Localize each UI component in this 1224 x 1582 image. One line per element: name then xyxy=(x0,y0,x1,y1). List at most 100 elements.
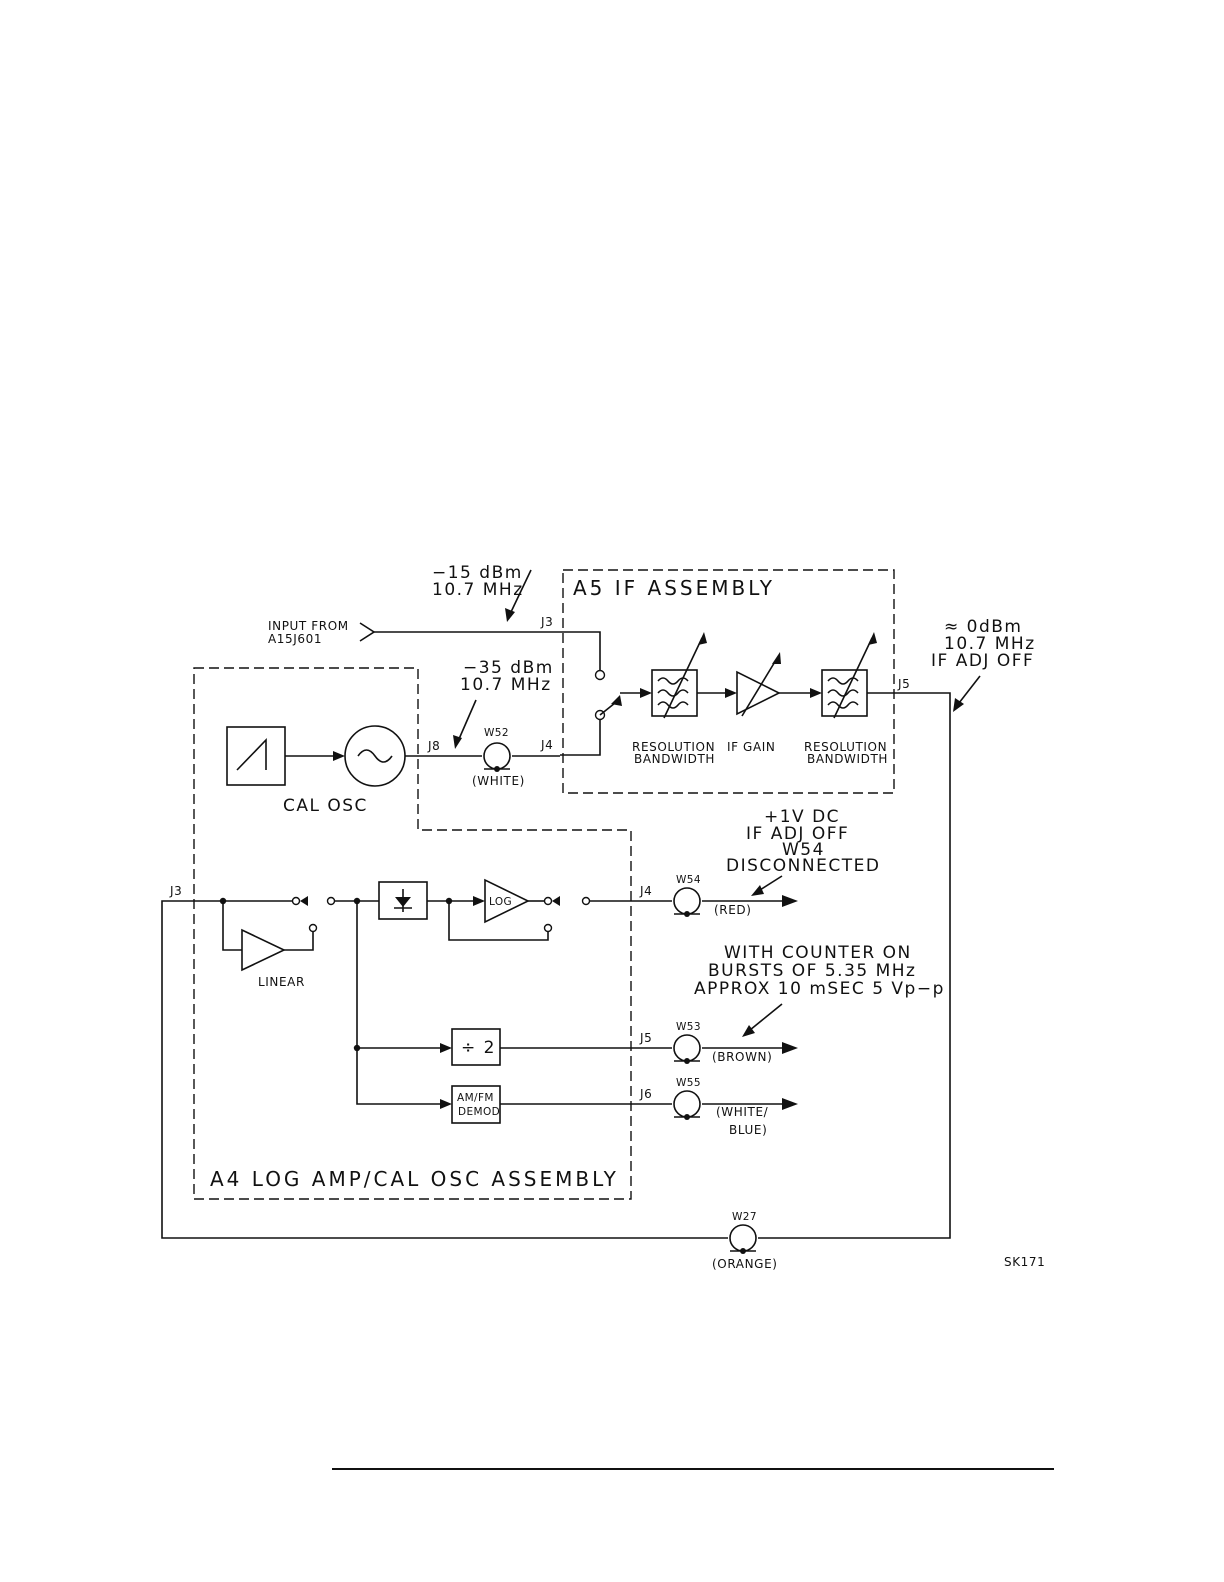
input-level-1: −15 dBm xyxy=(432,563,523,583)
a4-j4-label: J4 xyxy=(639,884,652,898)
input-level-arrow xyxy=(510,569,532,613)
lin-log-switch-contact xyxy=(326,896,336,906)
input-level-2: 10.7 MHz xyxy=(432,580,524,600)
w27-coax-connector-icon xyxy=(729,1224,757,1254)
a4-title: A4 LOG AMP/CAL OSC ASSEMBLY xyxy=(210,1167,619,1191)
arrowhead-osc xyxy=(333,751,345,761)
dc-note-arrow xyxy=(759,875,783,891)
counter-note-3: APPROX 10 mSEC 5 Vp−p xyxy=(694,979,945,999)
input-from-label-2: A15J601 xyxy=(268,632,322,646)
output-level-arrowhead xyxy=(953,698,964,712)
w53-label: W53 xyxy=(676,1021,701,1033)
w52-color: (WHITE) xyxy=(472,774,525,788)
a5-j4-label: J4 xyxy=(540,738,553,752)
res-bw-1-line2: BANDWIDTH xyxy=(634,752,715,766)
w52-coax-connector-icon xyxy=(483,742,511,772)
arrowhead-filter1 xyxy=(640,688,652,698)
w54-output-arrowhead xyxy=(782,895,798,907)
switch-contact-input xyxy=(594,669,606,681)
divide-by-2-block xyxy=(451,1028,501,1066)
w52-label: W52 xyxy=(484,727,509,739)
a4-j8-label: J8 xyxy=(427,739,440,753)
a4-j5-label: J5 xyxy=(639,1031,652,1045)
switch-arrowhead xyxy=(611,695,622,706)
a5-j5-output-wire xyxy=(758,692,951,1239)
linear-switch-contact xyxy=(308,923,318,933)
linear-output-wire xyxy=(284,932,314,951)
res-bw-1-line1: RESOLUTION xyxy=(632,740,715,754)
if-gain-label: IF GAIN xyxy=(727,740,775,754)
arrowhead-log-amp xyxy=(473,896,485,906)
arrowhead-demod xyxy=(440,1099,452,1109)
dc-note-arrowhead xyxy=(751,885,764,896)
cal-osc-ramp-generator xyxy=(226,726,286,786)
input-connector-icon xyxy=(359,622,376,642)
w27-color: (ORANGE) xyxy=(712,1257,778,1271)
w53-output-arrowhead xyxy=(782,1042,798,1054)
log-bypass-wire xyxy=(448,901,549,941)
output-level-2: 10.7 MHz xyxy=(944,634,1036,654)
counter-note-arrow xyxy=(749,1003,783,1031)
w54-coax-connector-icon xyxy=(673,887,701,917)
if-gain-amplifier xyxy=(736,670,781,716)
sine-icon xyxy=(357,749,393,763)
w55-output-arrowhead xyxy=(782,1098,798,1110)
am-fm-demod-block xyxy=(451,1085,501,1124)
arrowhead-filter2 xyxy=(810,688,822,698)
div2-label: ÷ 2 xyxy=(461,1038,496,1058)
if-gain-variable-line xyxy=(741,659,777,717)
linear-amplifier xyxy=(241,928,286,972)
output-level-3: IF ADJ OFF xyxy=(931,651,1034,671)
if-gain-variable-arrowhead xyxy=(772,652,781,664)
dc-note-1: +1V DC xyxy=(764,807,840,827)
cal-level-arrowhead xyxy=(453,735,462,749)
res-bw-2-line1: RESOLUTION xyxy=(804,740,887,754)
a5-title: A5 IF ASSEMBLY xyxy=(573,576,775,600)
a5-if-assembly-boundary xyxy=(562,569,895,794)
cal-level-2: 10.7 MHz xyxy=(460,675,552,695)
w27-label: W27 xyxy=(732,1211,757,1223)
output-level-arrow xyxy=(958,675,981,704)
w55-label: W55 xyxy=(676,1077,701,1089)
arrowhead-div2 xyxy=(440,1043,452,1053)
filter-1-icon xyxy=(657,637,703,719)
a4-j3-label: J3 xyxy=(169,884,182,898)
a4-assembly-boundary xyxy=(193,667,632,1200)
sheet-id: SK171 xyxy=(1004,1255,1045,1269)
linear-label: LINEAR xyxy=(258,975,305,989)
w55-color-1: (WHITE/ xyxy=(716,1105,769,1119)
lin-log-switch-common xyxy=(291,896,301,906)
counter-note-2: BURSTS OF 5.35 MHz xyxy=(708,961,916,981)
counter-note-1: WITH COUNTER ON xyxy=(724,943,912,963)
filter-2-variable-arrowhead xyxy=(868,632,877,645)
counter-note-arrowhead xyxy=(742,1025,755,1037)
dc-note-3: W54 xyxy=(782,840,825,860)
amfm-label-1: AM/FM xyxy=(457,1092,494,1104)
log-switch-common xyxy=(581,896,591,906)
filter-1-variable-arrowhead xyxy=(698,632,707,645)
diode-icon xyxy=(394,889,412,912)
a5-j5-label: J5 xyxy=(897,677,910,691)
lin-log-switch-arrowhead xyxy=(300,896,308,906)
w53-coax-connector-icon xyxy=(673,1034,701,1064)
input-level-arrowhead xyxy=(505,608,515,622)
w53-color: (BROWN) xyxy=(712,1050,772,1064)
input-from-label-1: INPUT FROM xyxy=(268,619,349,633)
dc-note-2: IF ADJ OFF xyxy=(746,824,849,844)
w55-color-2: BLUE) xyxy=(729,1123,767,1137)
counter-branch-wire xyxy=(356,901,442,1105)
log-bypass-contact xyxy=(543,923,553,933)
res-bw-2-line2: BANDWIDTH xyxy=(807,752,888,766)
a4-j6-label: J6 xyxy=(639,1087,652,1101)
cal-level-1: −35 dBm xyxy=(463,658,554,678)
cal-level-arrow xyxy=(458,699,477,740)
filter-2-icon xyxy=(827,637,873,719)
w55-coax-connector-icon xyxy=(673,1090,701,1120)
amfm-label-2: DEMOD xyxy=(458,1106,500,1118)
w54-color: (RED) xyxy=(714,903,752,917)
output-level-1: ≈ 0dBm xyxy=(944,617,1022,637)
ramp-icon xyxy=(236,738,267,771)
log-amplifier xyxy=(484,878,530,924)
linear-branch-wire xyxy=(222,901,242,951)
